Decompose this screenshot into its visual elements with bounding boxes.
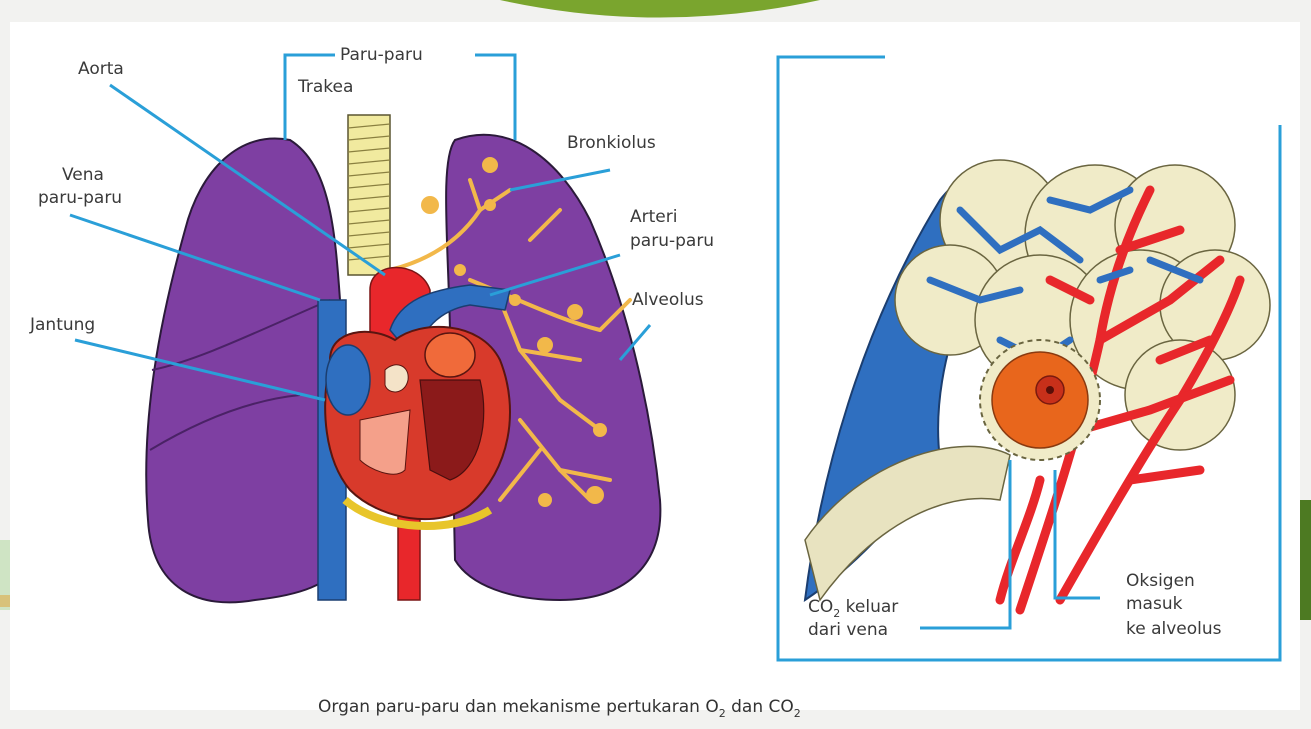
label-alveolus: Alveolus bbox=[632, 290, 704, 310]
heart-valve bbox=[385, 365, 408, 392]
label-paru-paru: Paru-paru bbox=[340, 45, 423, 65]
label-bronkiolus: Bronkiolus bbox=[567, 133, 656, 153]
label-co2-line2: dari vena bbox=[808, 620, 888, 640]
figure-caption: Organ paru-paru dan mekanisme pertukaran… bbox=[318, 697, 801, 720]
label-trakea: Trakea bbox=[297, 77, 353, 97]
label-vena-line2: paru-paru bbox=[38, 188, 122, 208]
label-oksigen-line3: ke alveolus bbox=[1126, 619, 1222, 639]
right-atrium bbox=[326, 345, 370, 415]
label-oksigen-line1: Oksigen bbox=[1126, 571, 1195, 591]
label-co2-line1: CO2 keluar bbox=[808, 597, 898, 620]
label-arteri-line2: paru-paru bbox=[630, 231, 714, 251]
alveolus-core-dot bbox=[1046, 386, 1054, 394]
label-oksigen-line2: masuk bbox=[1126, 594, 1183, 614]
left-atrium bbox=[425, 333, 475, 377]
right-ventricle bbox=[360, 410, 410, 474]
label-arteri-line1: Arteri bbox=[630, 207, 677, 227]
label-jantung: Jantung bbox=[29, 315, 95, 335]
label-aorta: Aorta bbox=[78, 59, 124, 79]
label-vena-line1: Vena bbox=[62, 165, 104, 185]
